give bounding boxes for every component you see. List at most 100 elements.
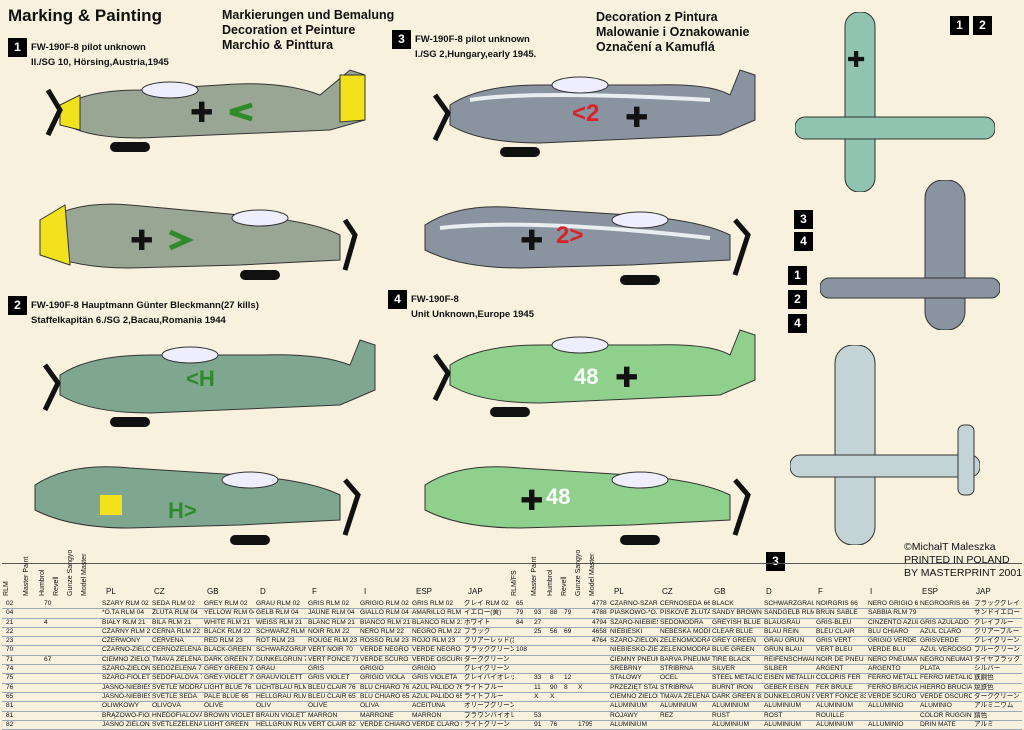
table-cell: SZARY RLM 02 xyxy=(102,600,149,607)
table-cell: PALE BLUE 65 xyxy=(204,692,249,700)
table-cell: NEGRO RLM 22 xyxy=(412,627,462,635)
table-cell: SILBER xyxy=(764,665,788,673)
scheme-line: I./SG 2,Hungary,early 1945. xyxy=(415,49,537,60)
table-cell: 81 xyxy=(6,711,14,719)
table-cell: グレイ RLM 02 xyxy=(464,600,509,607)
table-cell: 02 xyxy=(6,600,14,607)
svg-text:✚: ✚ xyxy=(130,224,153,257)
scheme-line: FW-190F-8 xyxy=(411,294,459,306)
side-badge: 4 xyxy=(788,314,811,333)
table-cell: グレイグリーン xyxy=(974,637,1020,645)
table-cell: GRIS VIOLETA xyxy=(412,674,458,682)
table-cell: ALLUMINIO xyxy=(868,702,904,710)
table-cell: TMAVÁ ZELENÁ xyxy=(660,692,710,700)
table-cell: 93 xyxy=(534,609,542,617)
table-cell: REZ xyxy=(660,711,674,719)
table-cell: ダークグリーン xyxy=(974,692,1020,700)
table-cell: 74 xyxy=(6,665,14,673)
table-cell: FERRO BRUCIATO xyxy=(868,683,918,691)
header-cell: D xyxy=(260,587,266,596)
table-cell: VERDE CHIARO xyxy=(360,720,410,728)
scheme-number-badge: 1 xyxy=(8,38,27,57)
table-cell: GRAUVIOLETT xyxy=(256,674,303,682)
table-cell: 12 xyxy=(564,674,572,682)
table-cell: BLAU REIN xyxy=(764,627,799,635)
table-cell: ČERNOZELENÁ 70 xyxy=(152,646,202,654)
fuselage-code-text: <2 xyxy=(572,100,600,127)
plan-view-top: ✚ xyxy=(795,12,995,192)
table-cell: 4788 xyxy=(592,609,607,617)
header-cell: Revell xyxy=(53,576,60,596)
plan-view-under xyxy=(820,180,1000,330)
table-cell: JAUNE RLM 04 xyxy=(308,609,355,617)
aircraft-profile-scheme-4-bottom: ✚ xyxy=(424,466,751,545)
table-cell: COLORIS FER xyxy=(816,674,861,682)
table-cell: SZARO-ZIELONY xyxy=(610,637,658,645)
scheme-number-badge: 4 xyxy=(794,232,813,251)
table-cell: 錆色 xyxy=(974,711,988,719)
table-cell: GELB RLM 04 xyxy=(256,609,299,617)
table-cell: COLOR RUGGINE xyxy=(920,711,972,719)
table-cell: グレイバイオレット xyxy=(464,674,514,682)
header-cell: GB xyxy=(714,587,726,596)
table-cell: GRIGIO VIOLA xyxy=(360,674,406,682)
table-cell: BLEU CLAIR 65 xyxy=(308,692,356,700)
table-cell: 33 xyxy=(534,674,542,682)
table-cell: OLIVE xyxy=(308,702,328,710)
table-cell: 81 xyxy=(6,702,14,710)
table-cell: HIERRO BRUCIADO xyxy=(920,683,972,691)
table-cell: 71 xyxy=(6,655,14,663)
subtitle-line: Markierungen und Bemalung xyxy=(222,8,395,22)
table-cell: ROUGE RLM 23 xyxy=(308,637,358,645)
table-cell: ČERVENÁ xyxy=(152,637,184,645)
table-cell: ARGENT xyxy=(816,665,844,673)
table-cell: 76 xyxy=(550,720,558,728)
table-cell: ALUMINIUM xyxy=(610,702,647,710)
credit-line: BY MASTERPRINT 2001 xyxy=(904,567,1023,579)
scheme-line: FW-190F-8 pilot unknown xyxy=(415,34,530,46)
table-cell: DRIN MATE xyxy=(920,720,956,728)
table-cell: シルバー xyxy=(974,665,1001,673)
table-cell: CINZENTO AZULADO xyxy=(868,618,918,626)
table-cell: SZARO-ZIELONY xyxy=(102,665,150,673)
table-cell: VERDE OSCURO 71 xyxy=(412,655,462,663)
table-cell: 82 xyxy=(6,720,14,728)
header-cell: Revell xyxy=(561,576,568,596)
table-cell: 8 xyxy=(564,683,568,691)
balkenkreuz: ✚ xyxy=(190,96,213,129)
table-cell: AMARILLO RLM 04 xyxy=(412,609,462,617)
table-cell: 4794 xyxy=(592,618,607,626)
table-cell: DARK GREEN 71 xyxy=(204,655,254,663)
header-cell: Model Master xyxy=(589,553,596,596)
table-cell: SREBRNY xyxy=(610,665,642,673)
table-cell: CZERWONY xyxy=(102,637,141,645)
header-cell: I xyxy=(870,587,873,596)
table-cell: SILVER xyxy=(712,665,735,673)
table-cell: SZARO-NIEBIESKI xyxy=(610,618,658,626)
table-cell: OCEL xyxy=(660,674,678,682)
table-cell: GREY RLM 02 xyxy=(204,600,248,607)
table-cell: GRAU GRÜN xyxy=(764,637,805,645)
table-cell: SZARO-FIOLETOWY xyxy=(102,674,150,682)
table-cell: 23 xyxy=(6,637,14,645)
table-cell: JASNO-NIEBIESKI xyxy=(102,692,150,700)
aircraft-profile-scheme-4-top: ✚ xyxy=(432,329,756,417)
subtitle-line: Marchio & Pinttura xyxy=(222,38,334,52)
table-cell: HELLGRAU RLM 65 xyxy=(256,692,306,700)
table-cell: クリアーレッド(赤) xyxy=(464,637,514,645)
scheme-number-badge: 3 xyxy=(392,30,411,49)
table-cell: STEEL METALIC xyxy=(712,674,762,682)
table-cell: YELLOW RLM 04 xyxy=(204,609,254,617)
header-cell: ESP xyxy=(416,587,433,596)
table-cell: PRZEZIĘT STAL xyxy=(610,683,658,691)
table-cell: 65 xyxy=(6,692,14,700)
table-cell: LIGHT GREEN xyxy=(204,720,249,728)
table-cell: GRIGIO xyxy=(412,665,436,673)
table-cell: GRIS VERT xyxy=(816,637,852,645)
